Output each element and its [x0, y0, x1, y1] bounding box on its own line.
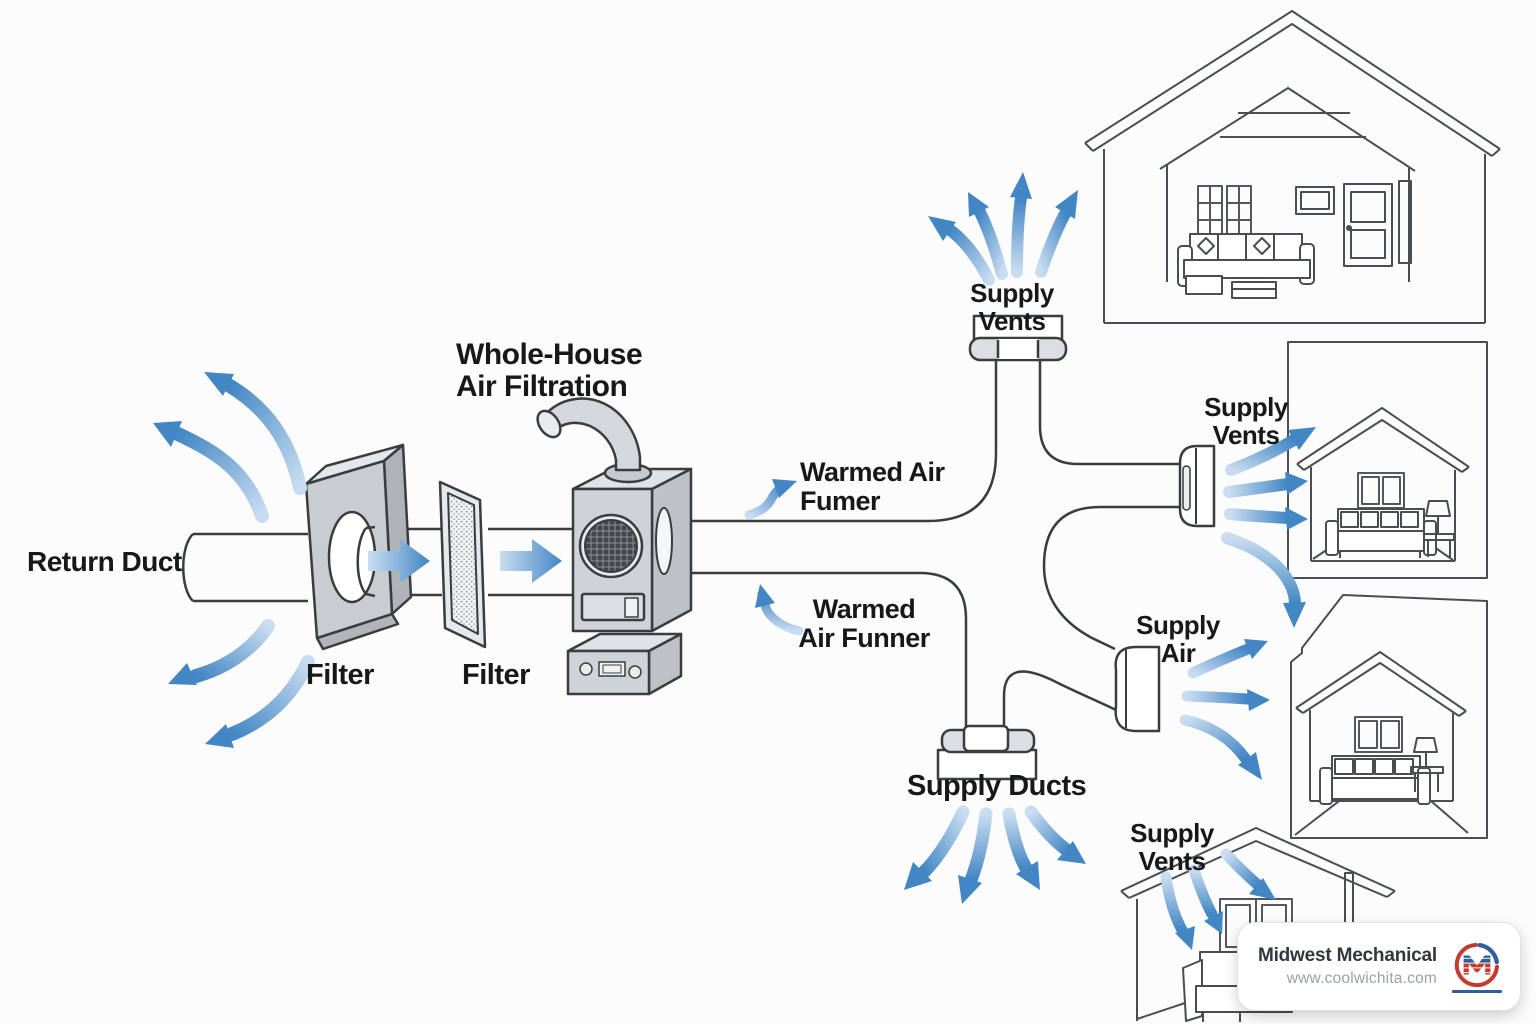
warmed-air-curl-arrows [744, 479, 804, 636]
room-frame [1290, 594, 1488, 839]
supply-trunk-duct [664, 358, 1180, 730]
return-air-arrows-up [153, 372, 307, 523]
filter-flow-arrow-2 [500, 539, 562, 583]
door [1343, 183, 1393, 267]
logo-underline [1452, 989, 1502, 993]
company-website: www.coolwichita.com [1286, 970, 1437, 987]
furnace-unit [536, 397, 693, 696]
filter-label-2: Filter [462, 659, 530, 691]
supply-vent-right-register [1178, 444, 1216, 528]
mesh-filter [438, 480, 487, 649]
vents [936, 314, 1216, 781]
supply-vents-label-right: Supply Vents [1204, 392, 1288, 451]
supply-vents-label-bottom: Supply Vents [1130, 818, 1214, 877]
supply-vent-bottom-floor [936, 724, 1038, 781]
supply-vent-top [968, 314, 1068, 362]
table-lamp [1410, 737, 1444, 792]
sofa [1319, 755, 1431, 805]
sofa [1325, 508, 1437, 558]
sectional-sofa [1177, 233, 1315, 295]
airflow-arrows [153, 172, 1316, 950]
window [1357, 472, 1405, 509]
return-air-arrows-down [168, 619, 315, 748]
coffee-table [1231, 281, 1277, 299]
company-name: Midwest Mechanical [1257, 945, 1437, 966]
m-swirl-logo-icon [1450, 941, 1504, 993]
supply-air-label: Supply Air [1136, 610, 1220, 669]
room-frame [1287, 341, 1488, 579]
supply-air-arrows [1179, 639, 1270, 780]
houses [1084, 10, 1501, 1022]
window [1354, 716, 1403, 753]
return-duct [182, 532, 308, 603]
filter-flow-arrow-1 [368, 539, 430, 583]
duct-network [182, 358, 1180, 730]
top-vent-arrows [928, 172, 1078, 286]
filter-label-1: Filter [306, 659, 374, 691]
house-framed-lower [1290, 594, 1488, 839]
exhaust-pipe [543, 397, 642, 472]
supply-vents-label-top: Supply Vents [970, 278, 1054, 337]
house-framed-middle [1287, 341, 1488, 579]
picture-frame [1295, 186, 1335, 215]
window [1197, 185, 1252, 237]
duct-outlet [655, 507, 673, 575]
supply-ducts-arrows [904, 805, 1086, 904]
house-large-cutaway [1084, 10, 1501, 324]
warmed-air-label-top: Warmed Air Fumer [800, 457, 945, 517]
supply-air-register [1114, 645, 1161, 733]
logo-mark [1454, 942, 1499, 987]
return-duct-label: Return Duct [27, 546, 182, 577]
filter-slab [304, 443, 413, 651]
diagram-title: Whole-House Air Filtration [456, 338, 643, 404]
branding-badge: Midwest Mechanical www.coolwichita.com [1237, 922, 1521, 1011]
filter-duct-segment [394, 527, 573, 597]
bottom-vent-arrows [1160, 848, 1276, 950]
branding-text: Midwest Mechanical www.coolwichita.com [1258, 945, 1437, 988]
supply-ducts-label: Supply Ducts [907, 770, 1087, 802]
warmed-air-label-bottom: Warmed Air Funner [798, 594, 930, 654]
table-lamp [1423, 500, 1455, 557]
hallway [1398, 180, 1412, 264]
right-vent-arrows [1221, 427, 1316, 628]
